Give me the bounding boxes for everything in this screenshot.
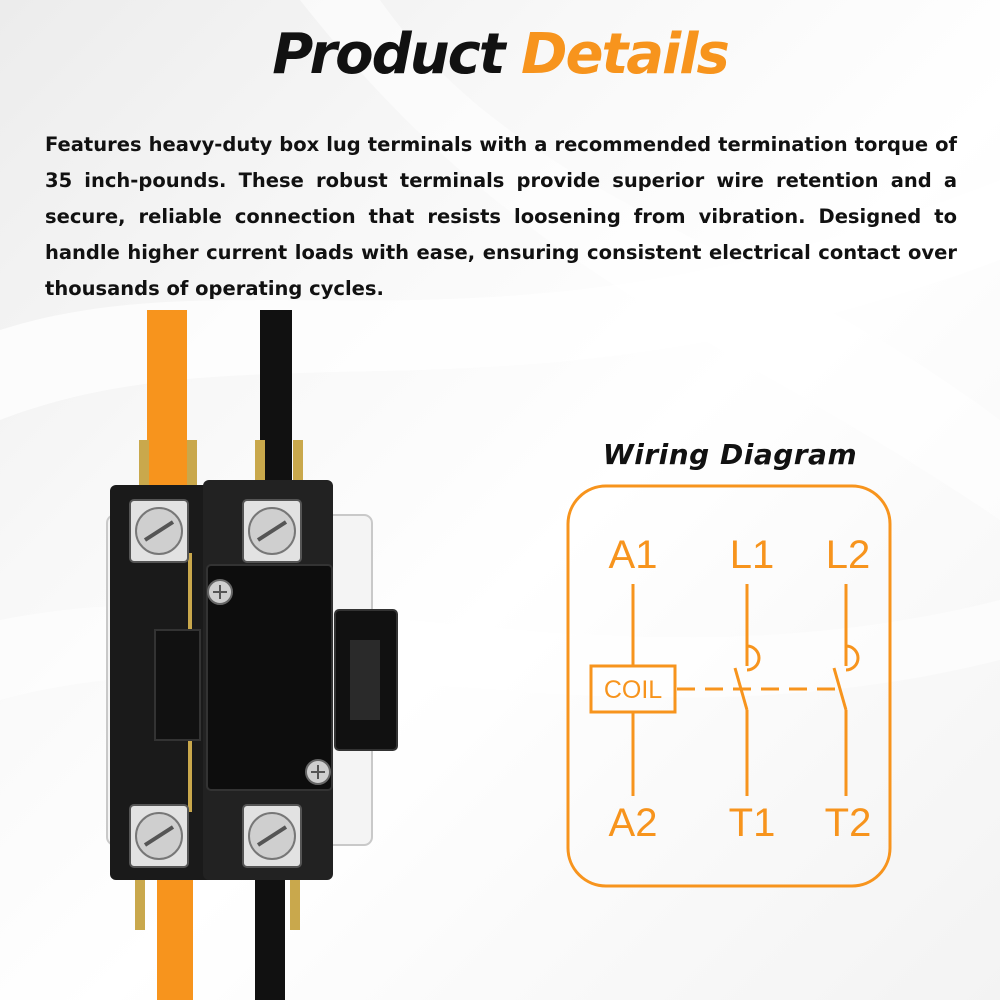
switch-1-arc	[746, 644, 761, 672]
black-wire-top	[260, 310, 292, 510]
orange-wire-bottom	[157, 870, 193, 1000]
label-t2: T2	[825, 801, 872, 845]
label-a1: A1	[609, 533, 658, 577]
product-description: Features heavy-duty box lug terminals wi…	[45, 133, 957, 300]
screw-terminal-top-right	[242, 499, 302, 563]
wiring-diagram-title: Wiring Diagram	[602, 438, 858, 471]
label-l2: L2	[826, 533, 871, 577]
wiring-diagram: A1 L1 L2 COIL A2 T1 T2	[566, 484, 892, 888]
label-t1: T1	[729, 801, 776, 845]
center-cover	[206, 564, 333, 791]
label-l1: L1	[730, 533, 775, 577]
contactor-illustration	[106, 310, 398, 1000]
diagram-frame	[566, 484, 892, 888]
screw-terminal-top-left	[129, 499, 189, 563]
cover-screw-top	[207, 579, 233, 605]
cover-screw-bottom	[305, 759, 331, 785]
page-title: Product Details	[0, 22, 1000, 87]
orange-wire-top	[147, 310, 187, 510]
black-wire-bottom	[255, 870, 285, 1000]
coil-label: COIL	[604, 676, 662, 704]
label-a2: A2	[609, 801, 658, 845]
screw-terminal-bottom-left	[129, 804, 189, 868]
screw-terminal-bottom-right	[242, 804, 302, 868]
title-part-details: Details	[521, 22, 730, 87]
switch-2-blade	[832, 667, 848, 711]
title-part-product: Product	[272, 22, 505, 87]
switch-2-arc	[845, 644, 860, 672]
